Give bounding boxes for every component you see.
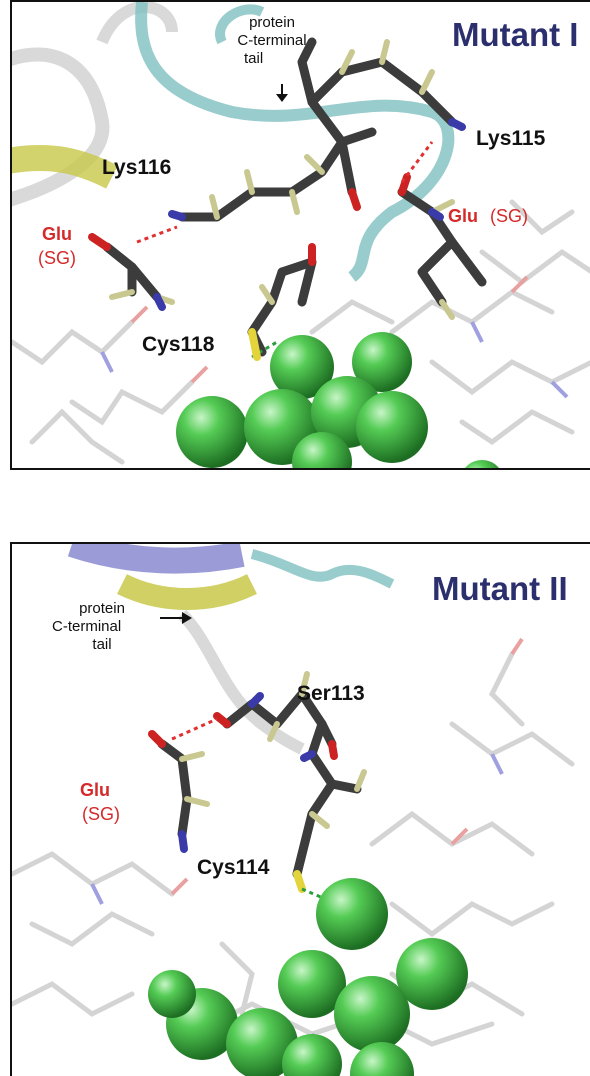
- label-ser113: Ser113: [297, 682, 365, 705]
- label-cys118: Cys118: [142, 333, 215, 356]
- mutant-1-structure-render: [12, 2, 590, 468]
- mutant-2-title: Mutant II: [432, 570, 568, 607]
- mutant-1-panel: Mutant I protein C-terminal tail Lys116 …: [10, 0, 590, 470]
- mutant-1-title: Mutant I: [452, 16, 579, 53]
- label-sg-right: (SG): [490, 206, 528, 226]
- label-glu-left: Glu: [42, 224, 72, 244]
- label-sg-mutant-2: (SG): [82, 804, 120, 824]
- label-cys114: Cys114: [197, 856, 270, 879]
- mutant-2-tail-note: protein C-terminal tail: [52, 600, 125, 653]
- label-glu-mutant-2: Glu: [80, 780, 110, 800]
- mutant-2-panel: Mutant II protein C-terminal tail Ser113…: [10, 542, 590, 1076]
- label-sg-left: (SG): [38, 248, 76, 268]
- mutant-1-tail-note: protein C-terminal tail: [237, 14, 307, 67]
- label-lys116: Lys116: [102, 156, 172, 179]
- mutant-2-structure-render: [12, 544, 575, 1076]
- label-lys115: Lys115: [476, 127, 546, 150]
- label-glu-right: Glu: [448, 206, 478, 226]
